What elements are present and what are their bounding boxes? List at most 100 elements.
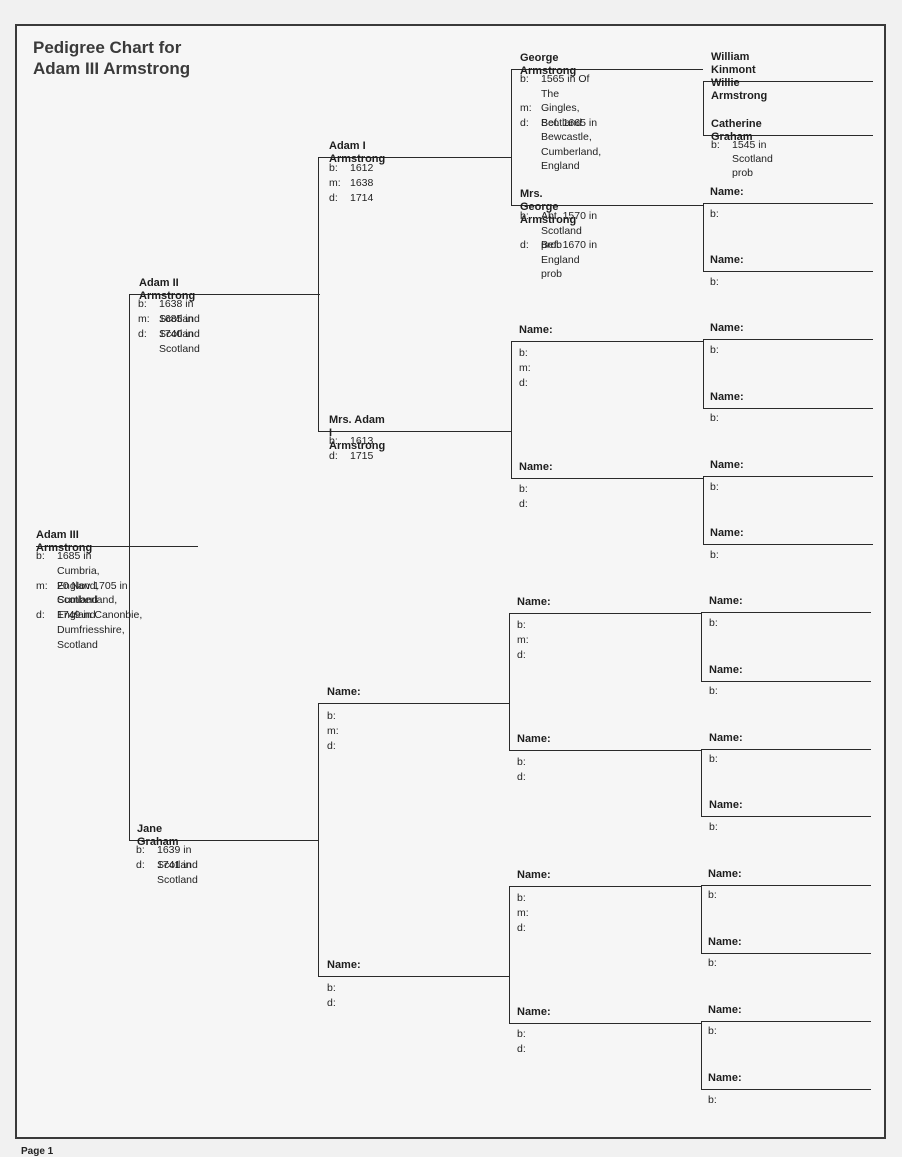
fact-value: 1741 in Scotland xyxy=(157,859,198,886)
person-name: Name: xyxy=(327,686,361,698)
person-fact: d:1749 in Canonbie, Dumfriesshire, Scotl… xyxy=(36,608,142,652)
fact-label: b: xyxy=(36,550,45,562)
person-fact: b: xyxy=(710,275,731,289)
connector-line-vertical xyxy=(703,476,705,545)
person-name: Name: xyxy=(709,595,743,607)
person-fact: b:1545 in Scotland prob xyxy=(711,138,773,180)
person-fact: d: xyxy=(519,376,540,391)
fact-value: Bef. 1665 in Bewcastle, Cumberland, Engl… xyxy=(541,116,602,173)
connector-line-horizontal xyxy=(318,703,509,705)
person-fact: b: xyxy=(709,684,730,698)
person-fact: m:20 Nov 1705 in Cumberland, England xyxy=(36,579,128,623)
person-fact: b: xyxy=(710,411,731,425)
person-fact: b: xyxy=(710,480,731,494)
person-name: Name: xyxy=(710,254,744,266)
connector-line-horizontal xyxy=(701,1089,871,1091)
connector-line-vertical xyxy=(511,69,513,206)
fact-label: m: xyxy=(517,634,529,646)
fact-label: b: xyxy=(708,889,717,901)
person-fact: m:1638 xyxy=(329,176,373,191)
fact-value: 1714 xyxy=(350,192,374,204)
chart-frame xyxy=(15,24,886,1139)
person-fact: b: xyxy=(517,618,538,633)
page-number: Page 1 xyxy=(21,1146,54,1157)
fact-value: 1685 in Cumbria, England, Scotland xyxy=(57,550,100,607)
fact-label: d: xyxy=(36,609,45,622)
fact-label: b: xyxy=(710,208,719,220)
fact-label: b: xyxy=(708,957,717,969)
person-name: Name: xyxy=(517,1006,551,1018)
fact-label: m: xyxy=(517,907,529,919)
fact-label: m: xyxy=(138,313,150,325)
connector-line-horizontal xyxy=(703,81,873,83)
person-fact: b: xyxy=(517,1027,538,1042)
connector-line-horizontal xyxy=(701,749,871,751)
fact-label: d: xyxy=(517,649,526,661)
person-name: Adam I Armstrong xyxy=(329,140,386,165)
person-fact: m: xyxy=(517,906,538,921)
person-name: Name: xyxy=(710,186,744,198)
person-fact: d:1714 xyxy=(329,191,373,206)
person-name: Name: xyxy=(709,732,743,744)
person-fact: m: xyxy=(519,361,540,376)
fact-label: m: xyxy=(520,102,532,114)
connector-line-horizontal xyxy=(509,886,701,888)
person-fact: b: xyxy=(519,346,540,361)
connector-line-horizontal xyxy=(703,271,873,273)
connector-line-horizontal xyxy=(129,840,318,842)
fact-label: d: xyxy=(329,450,338,462)
fact-label: d: xyxy=(517,922,526,934)
fact-label: b: xyxy=(136,844,145,856)
connector-line-horizontal xyxy=(703,339,873,341)
fact-label: d: xyxy=(517,1043,526,1055)
person-name: Jane Graham xyxy=(137,823,179,848)
connector-line-horizontal xyxy=(511,205,703,207)
fact-label: b: xyxy=(709,753,718,765)
connector-line-vertical xyxy=(701,749,703,817)
fact-label: b: xyxy=(710,481,719,493)
connector-line-horizontal xyxy=(703,408,873,410)
person-fact: b: xyxy=(708,888,729,902)
fact-label: b: xyxy=(711,139,720,151)
person-name: Mrs. Adam I Armstrong xyxy=(329,414,386,452)
person-fact: d: xyxy=(517,770,538,785)
connector-line-horizontal xyxy=(701,612,871,614)
person-fact: b: xyxy=(710,207,731,221)
person-name: Adam III Armstrong xyxy=(36,529,93,554)
fact-label: b: xyxy=(519,483,528,495)
fact-label: b: xyxy=(710,276,719,288)
connector-line-horizontal xyxy=(703,544,873,546)
fact-value: 1638 xyxy=(350,177,374,189)
connector-line-horizontal xyxy=(701,885,871,887)
fact-label: b: xyxy=(708,1094,717,1106)
person-name: Name: xyxy=(709,664,743,676)
person-name: Name: xyxy=(708,1004,742,1016)
fact-label: d: xyxy=(136,859,145,871)
connector-line-vertical xyxy=(703,339,705,409)
person-fact: b: xyxy=(710,548,731,562)
person-name: Name: xyxy=(519,461,553,473)
connector-line-horizontal xyxy=(701,816,871,818)
fact-value: 1639 in Scotland xyxy=(157,844,198,871)
connector-line-vertical xyxy=(701,1021,703,1090)
connector-line-horizontal xyxy=(703,203,873,205)
fact-label: m: xyxy=(519,362,531,374)
connector-line-vertical xyxy=(701,612,703,682)
fact-label: b: xyxy=(517,619,526,631)
fact-label: m: xyxy=(36,579,48,592)
person-fact: d: xyxy=(517,648,538,663)
fact-label: b: xyxy=(709,821,718,833)
fact-value: Bef. 1670 in England prob xyxy=(541,239,598,280)
fact-label: d: xyxy=(138,328,147,340)
person-name: Adam II Armstrong xyxy=(139,277,196,302)
person-fact: d:1715 xyxy=(329,449,373,464)
fact-label: b: xyxy=(520,73,529,85)
person-name: Name: xyxy=(708,868,742,880)
person-fact: b: 1639 in Scotland xyxy=(136,843,198,873)
fact-label: b: xyxy=(710,344,719,356)
fact-value: 1685 in Scotland xyxy=(159,313,200,340)
connector-line-horizontal xyxy=(129,294,320,296)
chart-title-line2: Adam III Armstrong xyxy=(33,59,191,78)
person-fact: m: xyxy=(520,101,541,116)
fact-label: b: xyxy=(517,756,526,768)
